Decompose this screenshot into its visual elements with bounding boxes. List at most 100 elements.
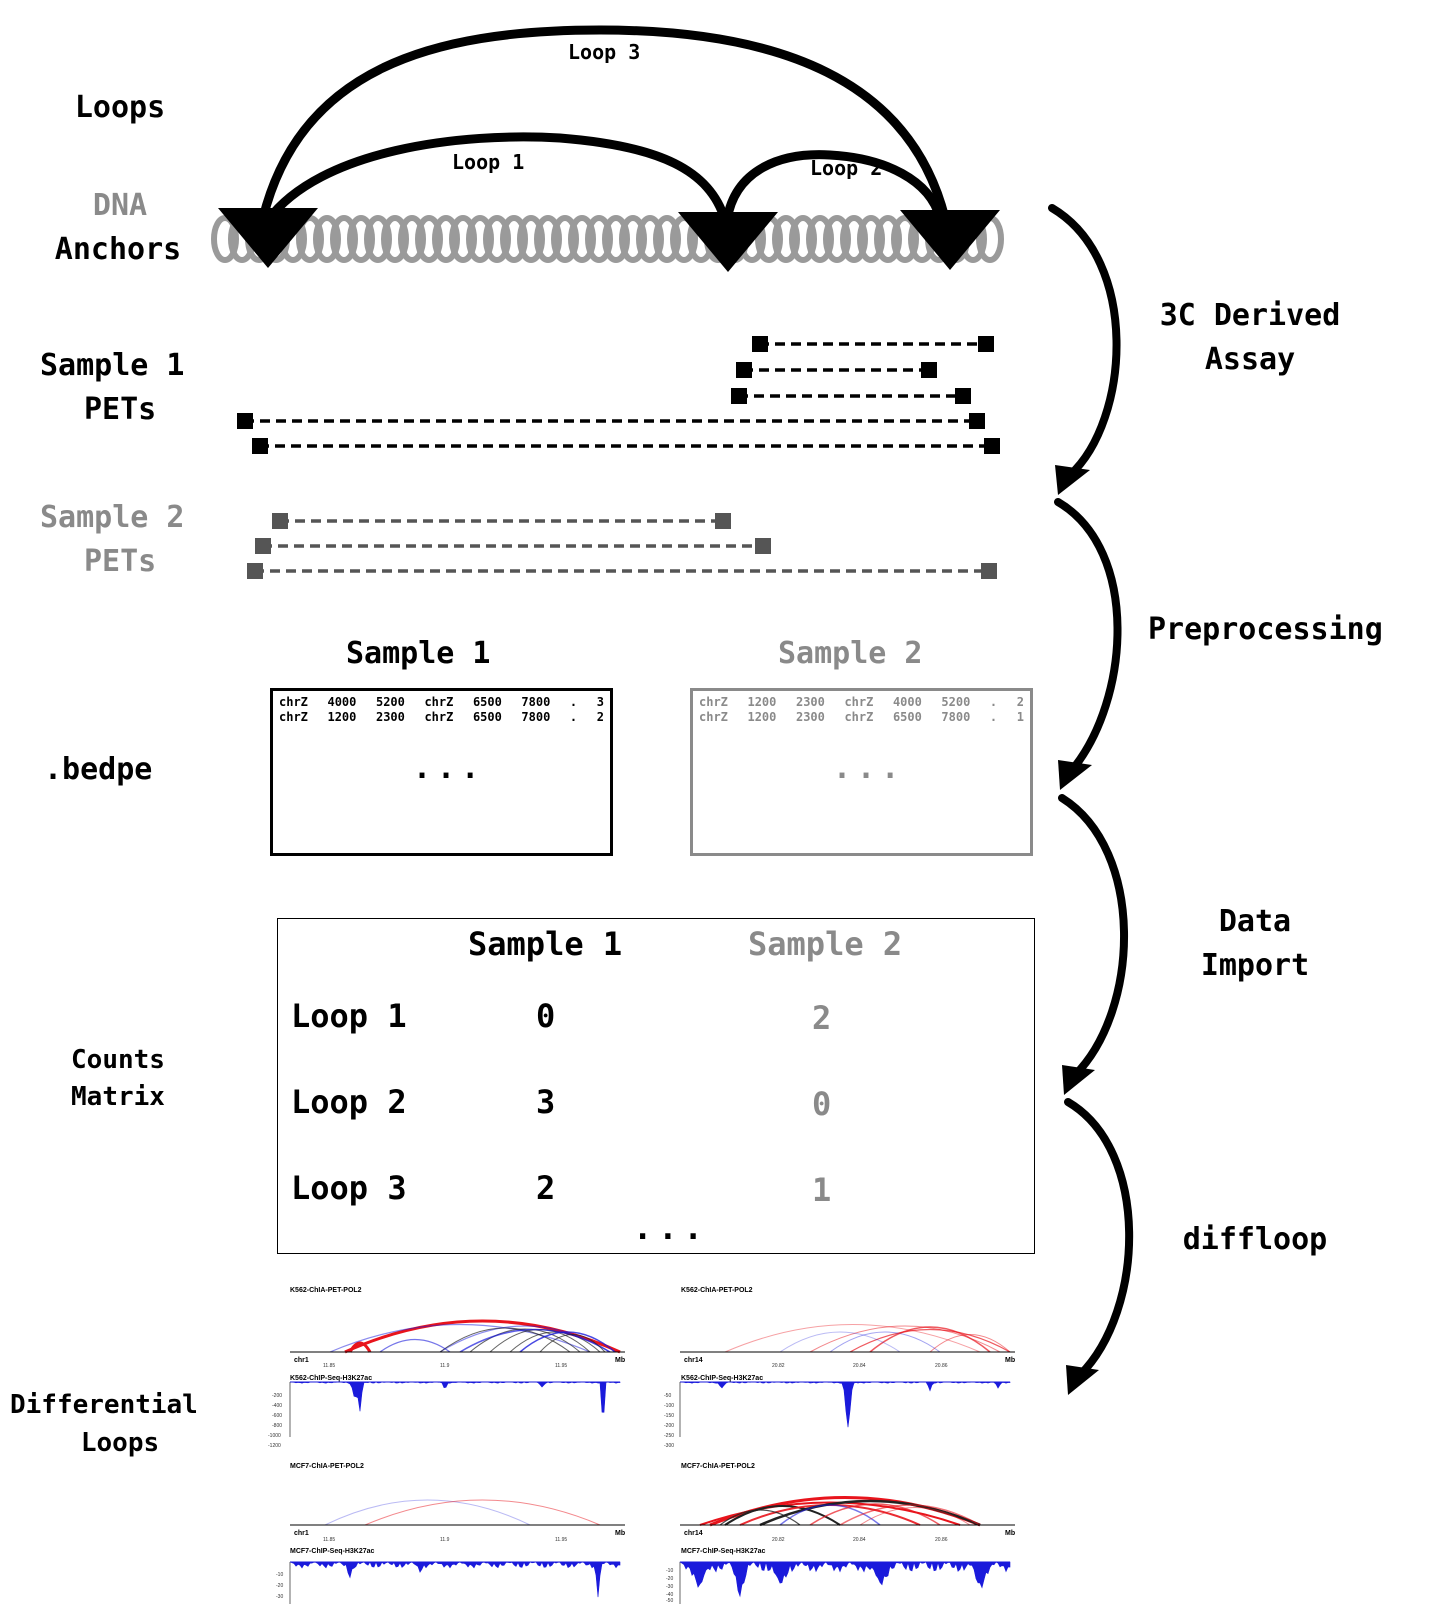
label-diff-loops: Loops — [80, 1428, 160, 1458]
panel-tr-title: K562-ChIA-PET-POL2 — [681, 1287, 753, 1294]
panel-tl-tick: 11.85 — [323, 1363, 336, 1369]
bedpe-cell: 2300 — [795, 710, 825, 724]
helix-turn — [653, 215, 681, 263]
sample2-pets — [247, 513, 997, 579]
label-sample1-pets-sub: PETs — [84, 392, 157, 427]
helix-turn — [840, 215, 868, 263]
helix-turn — [772, 215, 800, 263]
bedpe-cell: 2300 — [375, 710, 405, 724]
panel-br-chr: chr14 — [684, 1530, 703, 1537]
bedpe-cell: 1200 — [747, 710, 777, 724]
bedpe-cell: . — [989, 710, 998, 724]
chip-signal — [679, 1381, 1011, 1428]
panel-tr-chip-tick: -300 — [664, 1443, 675, 1449]
bedpe-sample2-ellipsis: ... — [833, 751, 906, 786]
panel-tl-mb: Mb — [615, 1357, 626, 1364]
anchors — [218, 208, 1000, 272]
bedpe-cell: 7800 — [521, 695, 551, 709]
loop-arc — [324, 1499, 531, 1526]
label-bedpe: .bedpe — [44, 752, 153, 787]
arrow-diffloop-head — [1066, 1365, 1099, 1395]
anchor-1 — [218, 208, 318, 268]
helix-turn — [313, 215, 341, 263]
loop-arc — [439, 1327, 571, 1353]
loop-arc — [724, 1505, 841, 1526]
matrix-cell-s2: 0 — [812, 1085, 832, 1123]
helix-turn — [449, 215, 477, 263]
bedpe-cell: chrZ — [699, 695, 728, 709]
loop-arc — [779, 1331, 901, 1353]
panel-tr-chip-tick: -250 — [664, 1433, 675, 1439]
panel-bl-tick: 11.85 — [323, 1537, 336, 1543]
loop-arc — [379, 1339, 451, 1353]
matrix-row-label: Loop 1 — [291, 997, 407, 1035]
helix-turn — [415, 215, 443, 263]
panel-tl-chr: chr1 — [294, 1357, 309, 1364]
panel-tr-chip-tick: -50 — [664, 1393, 672, 1399]
step-assay-line2: Assay — [1204, 342, 1296, 377]
panel-bl-chip: MCF7-ChIP-Seq-H3K27ac — [290, 1548, 375, 1555]
chip-signal — [678, 1561, 1011, 1598]
bedpe-cell: 5200 — [375, 695, 405, 709]
loop-arc — [364, 1499, 601, 1526]
panel-tl-chip-tick: -1000 — [268, 1433, 281, 1439]
helix-turn — [602, 215, 630, 263]
panel-br-tick: 20.86 — [935, 1537, 948, 1543]
panel-tl-chip: K562-ChIP-Seq-H3K27ac — [290, 1375, 373, 1382]
panel-br-title: MCF7-ChIA-PET-POL2 — [681, 1463, 755, 1470]
bedpe-cell: chrZ — [844, 710, 874, 724]
helix-turn — [857, 215, 885, 263]
arrow-assay-head — [1055, 465, 1090, 495]
helix-turn — [585, 215, 613, 263]
matrix-cell-s1: 3 — [536, 1083, 556, 1121]
arrow-preprocessing-head — [1058, 760, 1092, 790]
bedpe-cell: chrZ — [279, 695, 308, 709]
matrix-ellipsis: ... — [633, 1209, 709, 1247]
loop-arc — [859, 1507, 971, 1526]
helix-turn — [347, 215, 375, 263]
panel-tl-chip-tick: -1200 — [268, 1443, 281, 1449]
bedpe-cell: 6500 — [472, 695, 502, 709]
helix-turn — [789, 215, 817, 263]
panel-bl-tick: 11.9 — [440, 1537, 450, 1543]
loop-2-arc — [722, 150, 945, 225]
helix-turn — [381, 215, 409, 263]
panel-tl-chip-tick: -200 — [272, 1393, 283, 1399]
panel-bl-mb: Mb — [615, 1530, 626, 1537]
panel-tl-chip-tick: -400 — [272, 1403, 283, 1409]
bedpe-cell: 4000 — [892, 695, 922, 709]
panel-br-chip: MCF7-ChIP-Seq-H3K27ac — [681, 1548, 766, 1555]
panel-tr-chip-tick: -100 — [664, 1403, 675, 1409]
anchor-2 — [678, 212, 778, 272]
helix-turn — [398, 215, 426, 263]
loop-arc — [509, 1331, 601, 1353]
panel-bl-tick: 11.95 — [555, 1537, 568, 1543]
counts-matrix: Sample 1 Sample 2 Loop 1 0 2 Loop 2 3 0 … — [277, 918, 1035, 1254]
label-counts: Counts — [71, 1045, 165, 1075]
loop-arc — [329, 1323, 591, 1353]
bedpe-cell: chrZ — [844, 695, 874, 709]
panel-tr-chip: K562-ChIP-Seq-H3K27ac — [681, 1375, 764, 1382]
bedpe-cell: 3 — [596, 695, 604, 709]
loop-arc — [469, 1328, 581, 1353]
bedpe-sample1-ellipsis: ... — [413, 751, 486, 786]
label-sample1-pets: Sample 1 — [40, 348, 185, 383]
loop-3-arc — [258, 25, 950, 223]
panel-tl-chip-tick: -600 — [272, 1413, 283, 1419]
panel-br-chip-tick: -50 — [666, 1598, 674, 1604]
helix-turn — [296, 215, 324, 263]
label-anchors: Anchors — [54, 232, 182, 267]
step-import-line2: Import — [1200, 948, 1310, 983]
panel-br-tick: 20.82 — [772, 1537, 785, 1543]
helix-turn — [891, 215, 919, 263]
step-arrows — [1048, 204, 1134, 1379]
helix-turn — [619, 215, 647, 263]
dna-helix — [211, 215, 1004, 263]
loop-arc — [539, 1334, 606, 1353]
matrix-cell-s2: 2 — [812, 999, 832, 1037]
label-differential: Differential — [10, 1390, 198, 1420]
diff-panels — [289, 1319, 1015, 1604]
bedpe-cell: 7800 — [521, 710, 551, 724]
